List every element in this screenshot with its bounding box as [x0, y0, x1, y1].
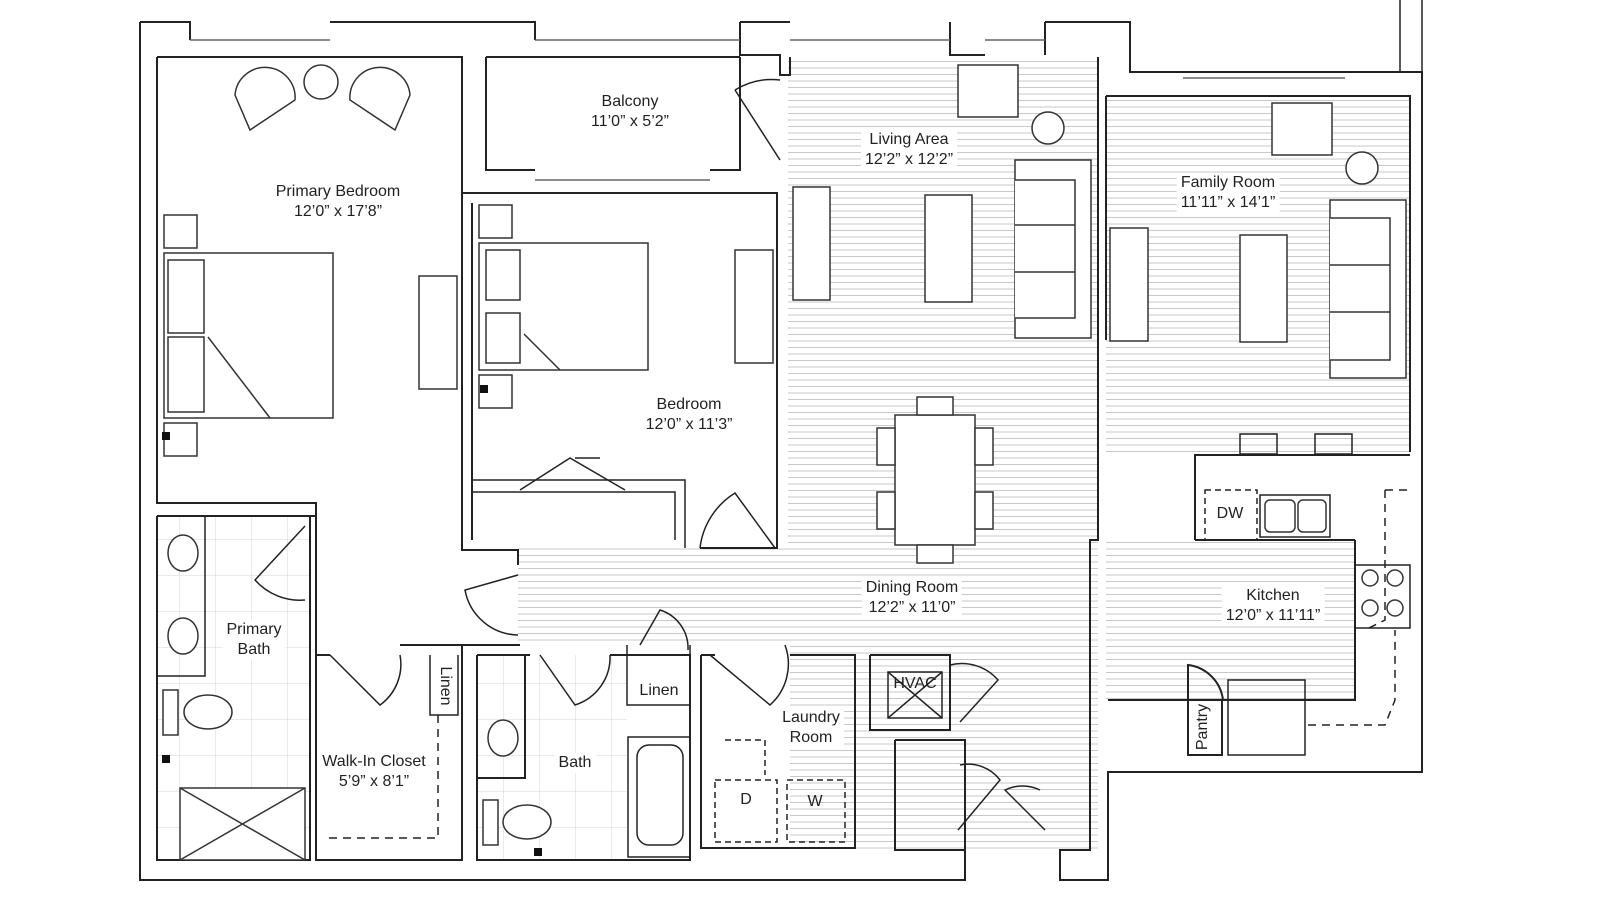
dishwasher-label: DW [1216, 505, 1244, 522]
room-label-bath: Bath [554, 753, 596, 773]
linen-closet-label: Linen [639, 682, 679, 699]
doors [253, 78, 1046, 831]
hvac-label: HVAC [893, 675, 937, 692]
pantry-label: Pantry [1194, 703, 1211, 751]
walls [139, 0, 1423, 881]
washer-label: W [807, 793, 823, 810]
furniture [162, 64, 1407, 861]
dryer-label: D [740, 791, 752, 808]
thermostat-marks [162, 385, 542, 856]
linen-closet-label: Linen [437, 666, 454, 706]
